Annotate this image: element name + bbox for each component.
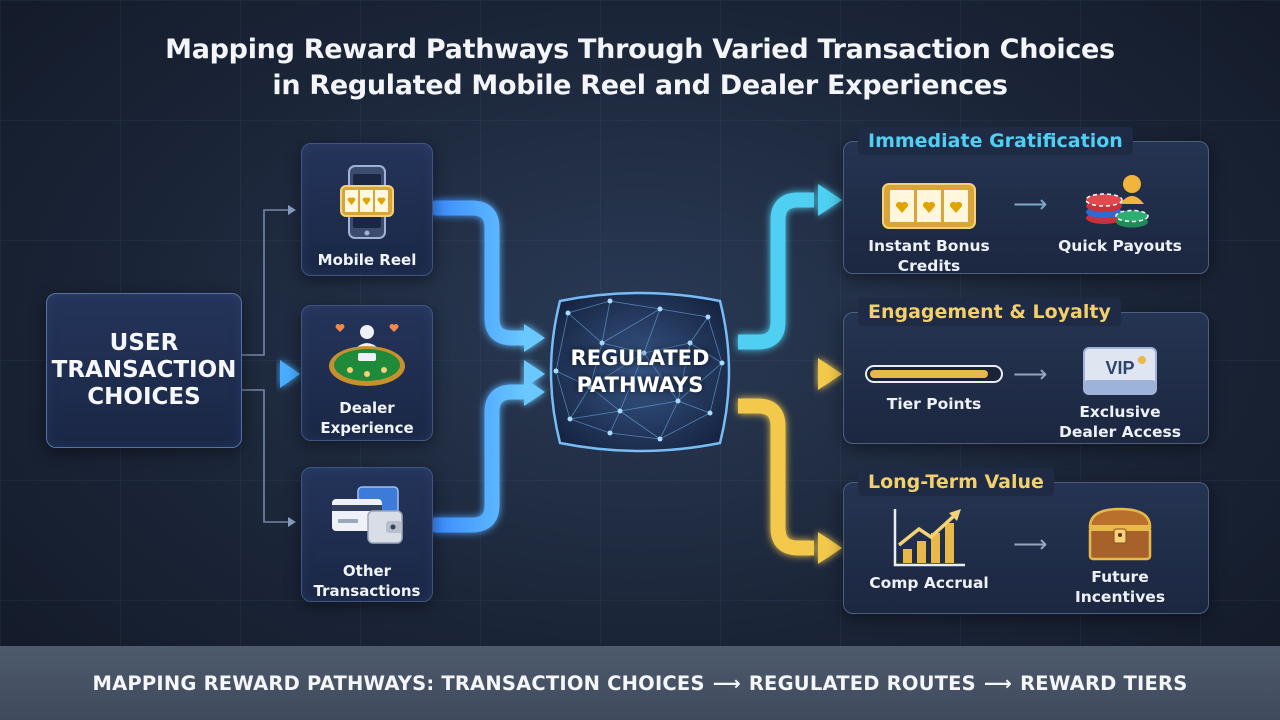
- item-label-line-2: Credits: [897, 257, 961, 275]
- item-label: Tier Points: [887, 394, 981, 414]
- progress-bar-icon: [864, 332, 1004, 386]
- item-instant-bonus-credits: Instant Bonus Credits: [854, 168, 1004, 276]
- user-box-line-1: USER: [109, 330, 179, 356]
- user-branch-arrowheads: [288, 205, 296, 527]
- vip-card-icon: VIP: [1080, 334, 1160, 398]
- item-comp-accrual: Comp Accrual: [854, 505, 1004, 593]
- panel-title-engagement: Engagement & Loyalty: [858, 298, 1121, 326]
- item-label-line-1: Comp Accrual: [869, 574, 989, 592]
- title-line-2: in Regulated Mobile Reel and Dealer Expe…: [272, 70, 1008, 101]
- footer-arrow-1: ⟶: [712, 671, 741, 695]
- item-tier-points: Tier Points: [859, 332, 1009, 414]
- source-label-line-1: Dealer: [339, 399, 395, 417]
- item-label-line-1: Tier Points: [886, 395, 982, 413]
- item-label: Future Incentives: [1075, 567, 1165, 607]
- reel-arrowhead: [524, 324, 545, 352]
- title-line-1: Mapping Reward Pathways Through Varied T…: [165, 34, 1115, 65]
- arrow-right-icon: ⟶: [1013, 530, 1048, 558]
- item-label: Instant Bonus Credits: [868, 236, 990, 276]
- immediate-arrowhead: [818, 184, 842, 216]
- other-to-hub-path: [428, 384, 530, 533]
- footer-part-2: REGULATED ROUTES: [748, 671, 976, 695]
- longterm-arrowhead: [818, 532, 842, 564]
- card-wallet-icon: [324, 480, 410, 551]
- arrow-right-icon: ⟶: [1013, 190, 1048, 218]
- item-label-line-1: Future: [1091, 568, 1149, 586]
- other-arrowhead: [524, 378, 545, 406]
- source-label-line-2: Transactions: [313, 582, 421, 600]
- arrow-right-icon: ⟶: [1013, 360, 1048, 388]
- regulated-pathways-hub: REGULATED PATHWAYS: [540, 283, 740, 461]
- footer-part-1: MAPPING REWARD PATHWAYS: TRANSACTION CHO…: [92, 671, 705, 695]
- source-other-transactions: Other Transactions: [301, 467, 433, 602]
- source-label-other: Other Transactions: [314, 561, 421, 601]
- panel-title-long-term: Long-Term Value: [858, 468, 1054, 496]
- user-to-dealer-arrowhead: [280, 360, 300, 388]
- item-label-line-2: Dealer Access: [1058, 423, 1182, 441]
- source-label-line-2: Experience: [320, 419, 414, 437]
- item-quick-payouts: Quick Payouts: [1045, 168, 1195, 256]
- item-label-line-1: Exclusive: [1079, 403, 1161, 421]
- source-label-line-1: Mobile Reel: [317, 251, 417, 269]
- source-label-mobile-reel: Mobile Reel: [318, 250, 417, 270]
- source-label-line-1: Other: [342, 562, 392, 580]
- slot-reels-icon: [879, 168, 979, 232]
- network-mesh-icon: [549, 291, 731, 453]
- user-branch-lines: [242, 209, 292, 523]
- source-dealer-experience: Dealer Experience: [301, 305, 433, 441]
- user-box-line-3: CHOICES: [87, 384, 201, 410]
- hub-to-immediate-path: [738, 192, 814, 350]
- user-transaction-choices-box: USER TRANSACTION CHOICES: [46, 293, 242, 448]
- chip-stack-icon: [1080, 168, 1160, 232]
- growth-chart-icon: [889, 505, 969, 569]
- item-label: Quick Payouts: [1058, 236, 1182, 256]
- slot-phone-icon: [327, 162, 407, 242]
- item-label: Exclusive Dealer Access: [1059, 402, 1181, 442]
- hub-label: REGULATED PATHWAYS: [571, 345, 710, 399]
- footer-banner: MAPPING REWARD PATHWAYS: TRANSACTION CHO…: [0, 646, 1280, 720]
- item-exclusive-dealer-access: VIP Exclusive Dealer Access: [1045, 334, 1195, 442]
- treasure-chest-icon: [1084, 505, 1156, 563]
- hub-to-longterm-path: [738, 398, 814, 556]
- item-label-line-2: Incentives: [1074, 588, 1166, 606]
- page-title: Mapping Reward Pathways Through Varied T…: [0, 32, 1280, 104]
- hub-label-line-2: PATHWAYS: [576, 373, 704, 397]
- loyalty-arrowhead: [818, 358, 842, 390]
- reel-to-hub-path: [428, 200, 530, 346]
- footer-part-3: REWARD TIERS: [1020, 671, 1188, 695]
- footer-arrow-2: ⟶: [983, 671, 1013, 695]
- hub-label-line-1: REGULATED: [570, 346, 710, 370]
- source-label-dealer: Dealer Experience: [320, 398, 413, 438]
- item-label-line-1: Instant Bonus: [868, 237, 990, 255]
- item-label: Comp Accrual: [869, 573, 989, 593]
- item-future-incentives: Future Incentives: [1045, 505, 1195, 607]
- panel-title-immediate: Immediate Gratification: [858, 127, 1133, 155]
- dealer-arrowhead: [524, 360, 545, 388]
- user-box-line-2: TRANSACTION: [51, 357, 237, 383]
- source-mobile-reel: Mobile Reel: [301, 143, 433, 276]
- dealer-table-icon: [324, 316, 410, 396]
- svg-text:VIP: VIP: [1105, 358, 1134, 378]
- item-label-line-1: Quick Payouts: [1058, 237, 1182, 255]
